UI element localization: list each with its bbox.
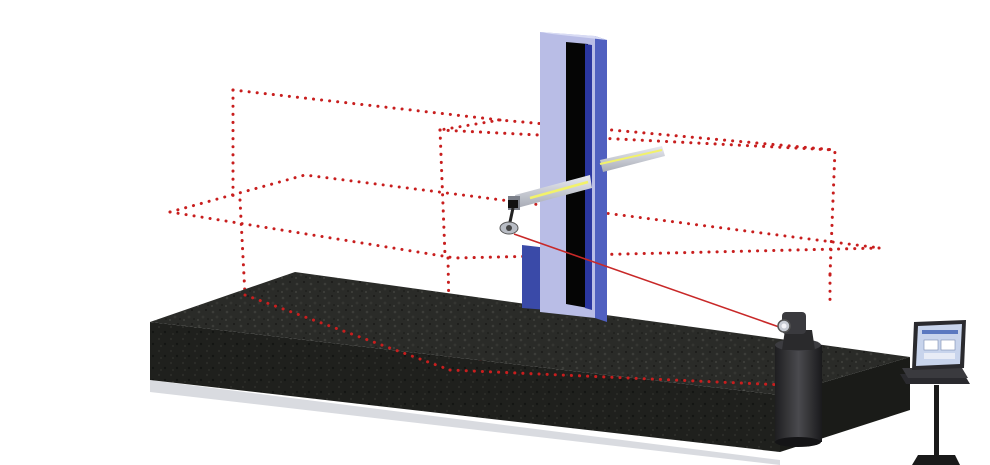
probe-head [499,200,519,235]
machine-column [522,32,607,322]
floor-shadow [150,380,780,465]
machine-arm-rear [599,146,665,172]
laser-beam [513,233,783,329]
laptop-station [900,320,970,465]
laser-tracker [775,312,822,447]
measurement-volume-front [243,293,787,387]
